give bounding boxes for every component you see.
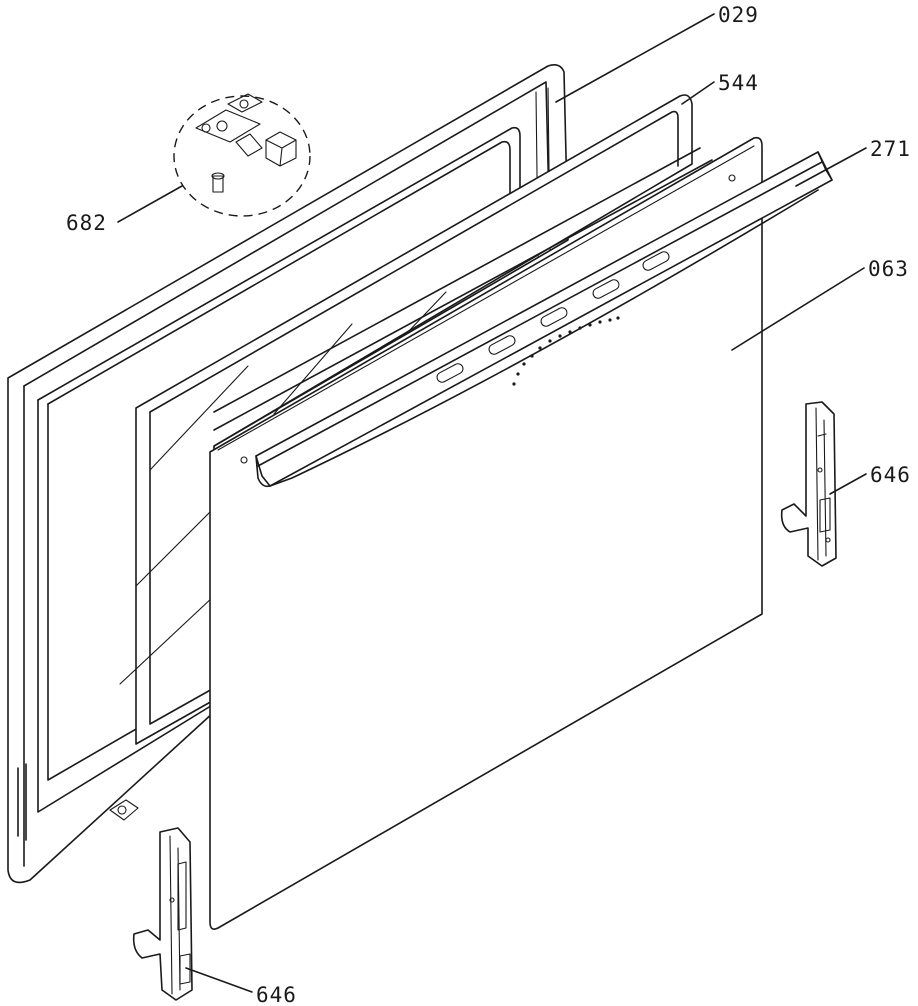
leader-063	[731, 267, 865, 351]
hinge-screw-detail	[173, 93, 311, 217]
leader-271	[795, 147, 867, 187]
label-063: 063	[868, 257, 909, 281]
hinge-bottom	[132, 827, 193, 1001]
glass-strip	[213, 147, 713, 431]
leader-lines	[117, 13, 867, 993]
label-682: 682	[66, 211, 107, 235]
part-labels: 029 544 271 063 682 646 646	[66, 3, 911, 1006]
front-door-panel	[209, 136, 763, 930]
hinge-right	[780, 401, 837, 567]
label-029: 029	[718, 3, 759, 27]
label-271: 271	[870, 137, 911, 161]
leader-646-right	[829, 473, 867, 495]
door-handle-trim	[255, 151, 833, 488]
leader-682	[117, 185, 183, 223]
label-646-bottom: 646	[256, 983, 297, 1006]
label-646-right: 646	[870, 463, 911, 487]
leader-029	[555, 13, 715, 103]
dot-scale	[512, 316, 620, 386]
label-544: 544	[718, 71, 759, 95]
leader-544	[681, 81, 715, 105]
leader-646-bottom	[185, 967, 253, 993]
handle-slots	[436, 251, 670, 383]
